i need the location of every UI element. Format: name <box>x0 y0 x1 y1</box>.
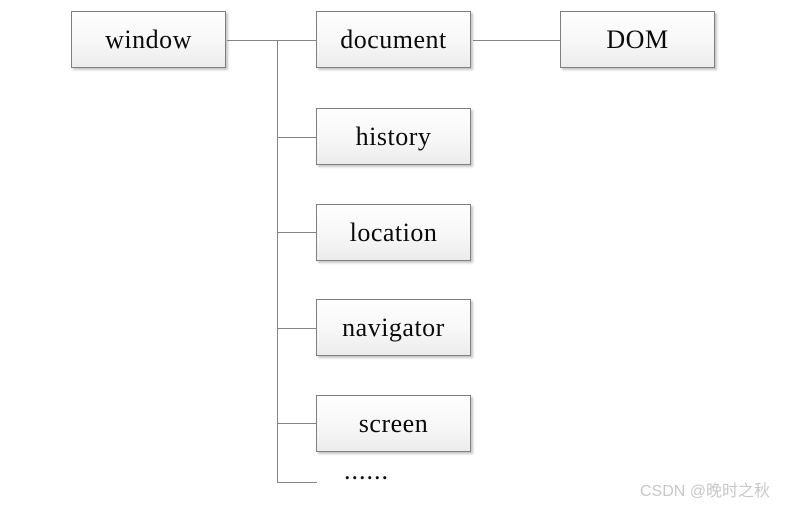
node-navigator-label: navigator <box>342 312 445 342</box>
node-location: location <box>316 204 471 261</box>
node-history-label: history <box>355 121 432 151</box>
connector-trunk-vertical <box>277 40 278 483</box>
node-document-label: document <box>340 24 447 54</box>
node-document: document <box>316 11 471 68</box>
node-navigator: navigator <box>316 299 471 356</box>
node-dom: DOM <box>560 11 715 68</box>
connector-stub-screen <box>277 423 316 424</box>
connector-document-dom <box>473 40 560 41</box>
csdn-watermark: CSDN @晚时之秋 <box>640 483 771 500</box>
connector-stub-history <box>277 137 316 138</box>
connector-stub-navigator <box>277 328 316 329</box>
connector-stub-ellipsis <box>277 482 317 483</box>
node-screen: screen <box>316 395 471 452</box>
node-location-label: location <box>349 217 438 247</box>
node-history: history <box>316 108 471 165</box>
node-window: window <box>71 11 226 68</box>
connector-window-document <box>227 40 316 41</box>
connector-stub-location <box>277 232 316 233</box>
node-window-label: window <box>105 24 192 54</box>
node-ellipsis-label: ...... <box>344 456 389 485</box>
node-dom-label: DOM <box>606 24 669 54</box>
node-screen-label: screen <box>358 408 429 438</box>
